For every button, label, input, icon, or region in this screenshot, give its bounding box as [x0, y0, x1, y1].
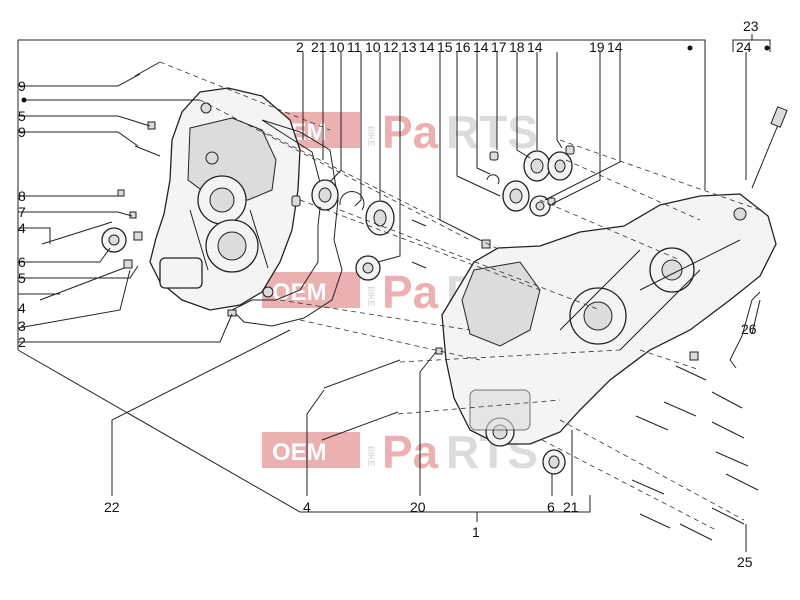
callout-6-bottom: 6: [547, 499, 555, 515]
callout-7: 7: [18, 204, 26, 220]
right-bolts: [631, 351, 759, 541]
left-fasteners: [39, 61, 237, 317]
callout-2-left: 2: [18, 334, 26, 350]
callout-6-a: 6: [18, 254, 26, 270]
callout-4-a: 4: [18, 220, 26, 236]
callout-9-b: 9: [18, 124, 26, 140]
oil-seal-lower: [542, 449, 566, 475]
dashed-guides: [159, 61, 761, 531]
callout-19: 19: [589, 39, 605, 55]
callout-24: 24: [736, 39, 752, 55]
callout-25: 25: [737, 554, 753, 570]
callout-4-b: 4: [18, 300, 26, 316]
group-frame: [17, 34, 771, 522]
center-studs: [321, 219, 491, 441]
watermark-top: OEM BIKE Pa RTS: [262, 106, 538, 158]
callout-3: 3: [18, 318, 26, 334]
svg-text:Pa: Pa: [382, 106, 439, 158]
callout-15: 15: [437, 39, 453, 55]
callout-14-c: 14: [527, 39, 543, 55]
callout-9-a: 9: [18, 78, 26, 94]
callout-5-a: 5: [18, 108, 26, 124]
svg-text:Pa: Pa: [382, 266, 439, 318]
callout-26: 26: [741, 321, 757, 337]
right-crankcase: [441, 193, 777, 447]
callout-labels: 2 21 10 11 10 12 13 14 15 16 14 17 18 14…: [18, 18, 759, 570]
callout-13: 13: [401, 39, 417, 55]
callout-1: 1: [472, 524, 480, 540]
svg-text:RTS: RTS: [446, 106, 538, 158]
callout-18: 18: [509, 39, 525, 55]
svg-text:BIKE: BIKE: [366, 126, 376, 147]
callout-5-b: 5: [18, 270, 26, 286]
svg-text:BIKE: BIKE: [366, 446, 376, 467]
callout-22: 22: [104, 499, 120, 515]
svg-text:OEM: OEM: [272, 279, 327, 306]
callout-14-d: 14: [607, 39, 623, 55]
dipstick: [751, 106, 788, 189]
callout-4-bottom: 4: [303, 499, 311, 515]
callout-12: 12: [383, 39, 399, 55]
callout-23: 23: [743, 18, 759, 34]
left-crankcase: [149, 87, 301, 311]
callout-20: 20: [410, 499, 426, 515]
svg-text:BIKE: BIKE: [366, 286, 376, 307]
bearings-right: [486, 145, 575, 217]
callout-21-top: 21: [311, 39, 327, 55]
callout-10-a: 10: [329, 39, 345, 55]
callout-11: 11: [347, 39, 362, 55]
callout-14-b: 14: [473, 39, 489, 55]
callout-8: 8: [18, 188, 26, 204]
watermark-bottom: OEM BIKE Pa RTS: [262, 426, 538, 478]
callout-2-top: 2: [296, 39, 304, 55]
svg-text:Pa: Pa: [382, 426, 439, 478]
breather-pipe: [729, 291, 761, 369]
callout-10-b: 10: [365, 39, 381, 55]
callout-14-a: 14: [419, 39, 435, 55]
callout-17: 17: [491, 39, 507, 55]
callout-21-bottom: 21: [563, 499, 579, 515]
bearings-left: [291, 179, 395, 281]
svg-text:OEM: OEM: [272, 439, 327, 466]
callout-16: 16: [455, 39, 471, 55]
